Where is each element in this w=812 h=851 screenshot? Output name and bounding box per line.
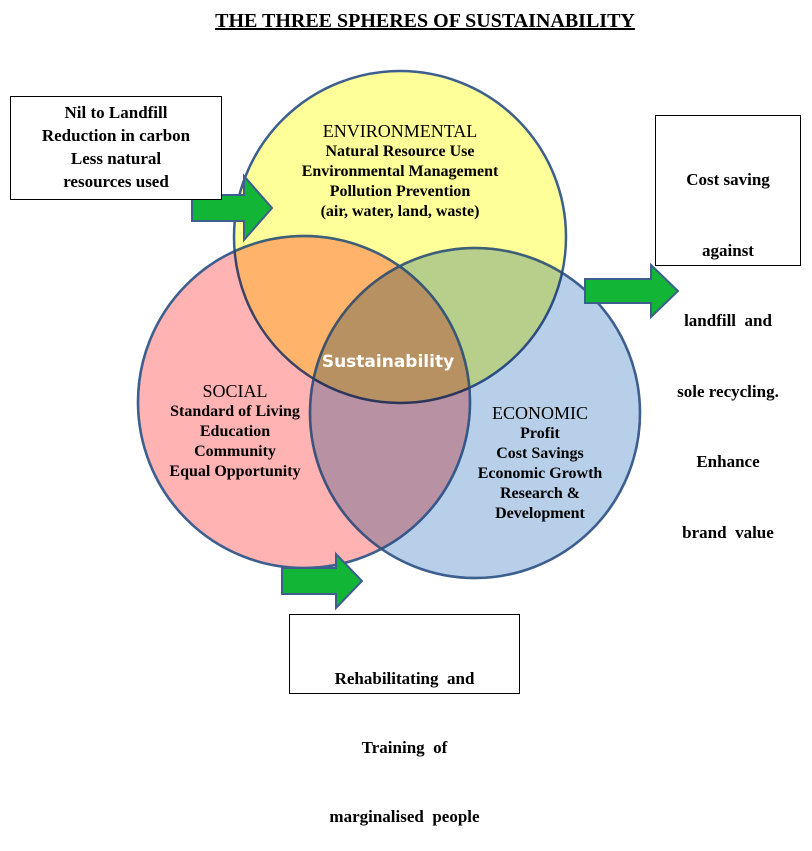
- social-item: Community: [194, 443, 276, 460]
- economic-benefits-box: Cost saving against landfill and sole re…: [655, 115, 801, 542]
- environmental-item: Environmental Management: [301, 163, 499, 180]
- box-line: Nil to Landfill: [64, 103, 168, 122]
- economic-heading: ECONOMIC: [491, 403, 588, 423]
- economic-item: Profit: [520, 425, 560, 442]
- arrow-right-icon: [584, 262, 680, 320]
- economic-item: Development: [495, 505, 585, 522]
- environmental-item: (air, water, land, waste): [320, 203, 480, 220]
- box-line: against: [702, 240, 754, 260]
- environmental-circle: [232, 69, 568, 405]
- arrow-left-icon: [191, 173, 274, 243]
- social-item: Equal Opportunity: [169, 463, 301, 480]
- environmental-item: Pollution Prevention: [329, 183, 471, 200]
- box-line: Cost saving: [686, 170, 770, 189]
- box-line: landfill and: [684, 311, 772, 330]
- environmental-heading: ENVIRONMENTAL: [322, 121, 478, 141]
- center-label: Sustainability: [321, 352, 455, 372]
- social-item: Education: [199, 423, 271, 440]
- social-item: Standard of Living: [170, 403, 300, 420]
- social-text: SOCIAL Standard of Living Education Comm…: [150, 380, 320, 482]
- box-line: Less natural: [70, 149, 162, 168]
- environmental-text: ENVIRONMENTAL Natural Resource Use Envir…: [270, 120, 530, 222]
- box-line: marginalised people: [329, 807, 480, 826]
- economic-item: Economic Growth: [477, 465, 603, 482]
- box-line: Reduction in carbon: [41, 126, 191, 145]
- environmental-item: Natural Resource Use: [325, 143, 475, 160]
- box-line: brand value: [682, 522, 774, 542]
- economic-item: Research &: [499, 485, 581, 502]
- box-line: Training of: [361, 738, 448, 757]
- economic-item: Cost Savings: [496, 445, 584, 462]
- page-title: THE THREE SPHERES OF SUSTAINABILITY: [215, 10, 635, 32]
- box-line: resources used: [63, 172, 169, 191]
- environmental-benefits-box: Nil to Landfill Reduction in carbon Less…: [10, 96, 222, 200]
- social-benefits-box: Rehabilitating and Training of marginali…: [289, 614, 520, 826]
- venn-diagram: [136, 69, 680, 611]
- social-heading: SOCIAL: [202, 381, 268, 401]
- box-line: Rehabilitating and: [334, 669, 475, 688]
- economic-text: ECONOMIC Profit Cost Savings Economic Gr…: [460, 402, 620, 524]
- box-line: sole recycling.: [677, 381, 779, 401]
- arrow-bottom-icon: [281, 551, 364, 611]
- box-line: Enhance: [696, 452, 760, 471]
